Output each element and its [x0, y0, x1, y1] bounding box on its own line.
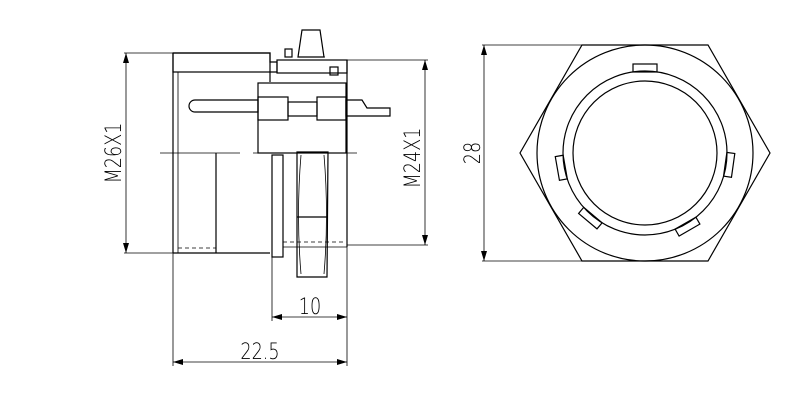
- hatched-shell-section: [172, 52, 271, 73]
- dimension-22-5: 22.5: [172, 253, 347, 366]
- front-view: 28: [460, 44, 771, 262]
- side-view: M26X1 M24X1 10 22.5: [101, 29, 428, 366]
- hex-size-label: 28: [460, 142, 485, 164]
- hex-nut-outline: [519, 44, 771, 262]
- thread-label-m26: M26X1: [101, 123, 126, 184]
- seal-ring: [329, 66, 339, 76]
- key-tabs: [554, 63, 736, 237]
- knurled-insert: [257, 82, 347, 154]
- thread-label-m24: M24X1: [400, 128, 425, 189]
- connector-body: [172, 52, 278, 254]
- dimension-m24: M24X1: [347, 59, 428, 246]
- dimension-28: 28: [460, 44, 582, 262]
- inner-bore: [572, 80, 718, 226]
- outer-circle: [536, 44, 754, 262]
- panel-thickness-label: 10: [299, 294, 321, 319]
- lock-tab: [284, 48, 293, 58]
- panel-washer: [271, 154, 284, 258]
- length-label: 22.5: [240, 339, 279, 364]
- contact-pin: [188, 96, 391, 121]
- panel-nut: [296, 151, 329, 278]
- coupling-nut: [276, 29, 348, 247]
- locking-lever: [297, 29, 325, 58]
- dimension-m26: M26X1: [101, 52, 173, 254]
- dimension-10: 10: [271, 247, 348, 366]
